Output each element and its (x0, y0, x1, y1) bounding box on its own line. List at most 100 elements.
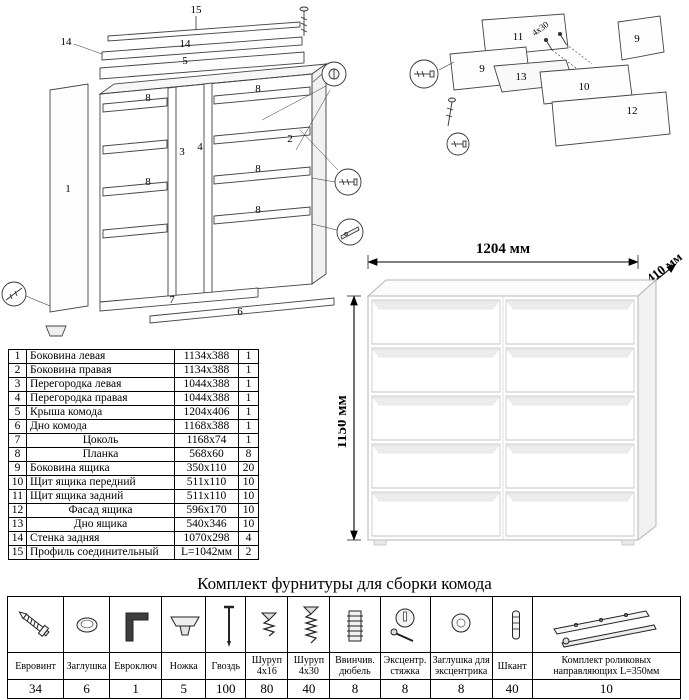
part-label: 15 (191, 4, 203, 16)
part-num: 6 (8, 419, 27, 434)
hardware-names-row: Евровинт Заглушка Евроключ Ножка Гвоздь … (6, 652, 682, 680)
hardware-name: Заглушка для эксцентрика (429, 652, 493, 680)
part-label: 13 (516, 71, 528, 83)
part-qty: 20 (238, 461, 259, 476)
part-qty: 8 (238, 447, 259, 462)
part-num: 10 (8, 475, 27, 490)
partition-left-part (167, 86, 177, 300)
part-name: Фасад ящика (26, 503, 175, 518)
plinth-part (99, 287, 259, 312)
part-label: 8 (255, 204, 261, 216)
hardware-qty: 100 (205, 679, 247, 699)
dowel-icon (511, 610, 520, 639)
width-dimension: 1204 мм (476, 241, 530, 257)
hardware-icons-row (6, 596, 682, 653)
drawer-back-part (481, 13, 569, 57)
part-size: 1168x74 (174, 433, 239, 448)
screw-callout-icon (311, 168, 362, 196)
part-name: Щит ящика передний (26, 475, 175, 490)
part-label: 14 (61, 36, 73, 48)
part-name: Дно ящика (26, 517, 175, 532)
part-label: 8 (255, 83, 261, 95)
hardware-name: Заглушка (63, 652, 111, 680)
hardware-table: Евровинт Заглушка Евроключ Ножка Гвоздь … (6, 596, 682, 699)
part-name: Профиль соединительный (26, 545, 175, 560)
profile-part (107, 21, 301, 42)
hardware-qty: 8 (379, 679, 431, 699)
part-label: 5 (182, 55, 188, 67)
assembly-exploded-diagram: 15 14 14 5 1 2 3 4 6 7 8 8 8 8 8 (1, 4, 364, 337)
hardware-qty: 8 (429, 679, 493, 699)
part-num: 7 (8, 433, 27, 448)
part-label: 9 (634, 33, 640, 45)
partition-right-part (203, 82, 213, 297)
screw-4x16-icon (261, 612, 278, 636)
cabinet-frame (99, 73, 313, 303)
cam-lock-icon (390, 608, 415, 642)
hardware-callouts (1, 6, 364, 307)
part-label: 1 (65, 183, 71, 195)
drawer-exploded-diagram: 11 9 9 13 10 12 4x30 (409, 13, 671, 156)
part-num: 15 (8, 545, 27, 560)
part-num: 9 (8, 461, 27, 476)
hexkey-icon (125, 612, 149, 641)
part-name: Щит ящика задний (26, 489, 175, 504)
part-qty: 10 (238, 503, 259, 518)
euroscrew-icon (17, 610, 50, 637)
part-label: 4 (197, 141, 203, 153)
hardware-name: Евровинт (6, 652, 65, 680)
plug-icon (76, 617, 98, 632)
cam-lock-icon (312, 61, 347, 87)
bottom-panel-part (149, 297, 335, 324)
screw-callout-icon (446, 132, 470, 156)
part-label: 6 (237, 306, 243, 318)
leg-icon (170, 616, 201, 635)
hardware-kit-title: Комплект фурнитуры для сборки комода (197, 574, 492, 593)
hardware-qty: 80 (245, 679, 289, 699)
part-name: Планка (26, 447, 175, 462)
part-qty: 10 (238, 475, 259, 490)
part-size: 511x110 (174, 475, 239, 490)
part-size: 1044x388 (174, 377, 239, 392)
part-num: 2 (8, 363, 27, 378)
screw-callout-icon (1, 281, 51, 307)
part-label: 8 (145, 92, 151, 104)
screw-callout-icon (409, 59, 455, 89)
part-size: 1070x298 (174, 531, 239, 546)
part-size: 511x110 (174, 489, 239, 504)
part-qty: 1 (238, 349, 259, 364)
left-side-part (49, 83, 89, 313)
cam-cap-icon (451, 613, 471, 632)
hardware-name: Ввинчив. дюбель (329, 652, 381, 680)
part-num: 11 (8, 489, 27, 504)
part-num: 4 (8, 391, 27, 406)
hardware-qty-row: 34 6 1 5 100 80 40 8 8 8 40 10 (6, 679, 682, 699)
dresser-body (366, 278, 658, 546)
hardware-name: Евроключ (109, 652, 163, 680)
back-panel-part (101, 36, 303, 61)
part-qty: 1 (238, 405, 259, 420)
part-num: 8 (8, 447, 27, 462)
part-name: Перегородка правая (26, 391, 175, 406)
part-size: 1044x388 (174, 391, 239, 406)
part-name: Дно комода (26, 419, 175, 434)
hardware-name: Шуруп 4x16 (245, 652, 289, 680)
screw-icon (299, 6, 309, 36)
hardware-name: Эксцентр. стяжка (379, 652, 431, 680)
screw-dowel-icon (346, 610, 363, 641)
part-label: 12 (627, 105, 638, 117)
part-size: 540x346 (174, 517, 239, 532)
hardware-qty: 1 (109, 679, 163, 699)
part-name: Крыша комода (26, 405, 175, 420)
